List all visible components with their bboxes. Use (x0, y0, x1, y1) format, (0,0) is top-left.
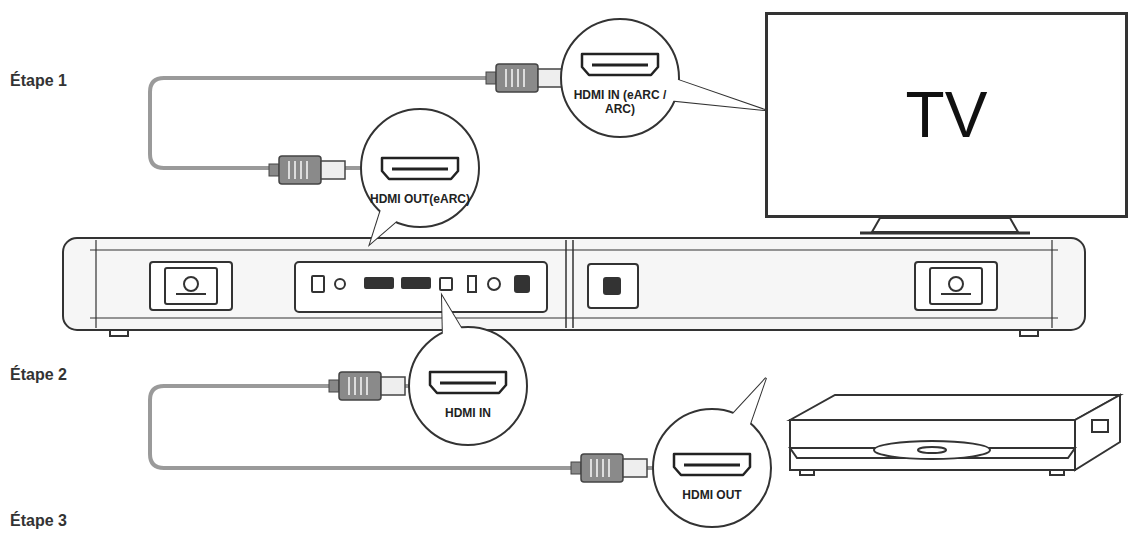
port-callout: HDMI OUT (652, 408, 772, 528)
disc-player (790, 395, 1120, 475)
tv-stand (860, 218, 1030, 233)
device-label: TV (906, 78, 988, 152)
port-label: HDMI OUT (662, 488, 762, 502)
hdmi-plug (329, 372, 405, 400)
step-label: Étape 1 (10, 72, 67, 90)
step-label: Étape 3 (10, 512, 67, 530)
callout-bubble (360, 108, 480, 228)
port-label: HDMI IN (eARC / ARC) (570, 88, 670, 116)
callout-bubble (560, 18, 680, 138)
port-callout: HDMI OUT(eARC) (360, 108, 480, 228)
port-callout: HDMI IN (eARC / ARC) (560, 18, 680, 138)
step-label: Étape 2 (10, 366, 67, 384)
hdmi-cable (150, 386, 652, 468)
port-label: HDMI IN (418, 406, 518, 420)
port-callout: HDMI IN (408, 326, 528, 446)
soundbar (63, 238, 1085, 336)
hdmi-plug (486, 64, 562, 92)
port-label: HDMI OUT(eARC) (370, 192, 470, 206)
hdmi-plug (269, 156, 345, 184)
hdmi-plug (571, 454, 647, 482)
tv-screen: TV (765, 12, 1128, 218)
callout-bubble (652, 408, 772, 528)
callout-bubble (408, 326, 528, 446)
